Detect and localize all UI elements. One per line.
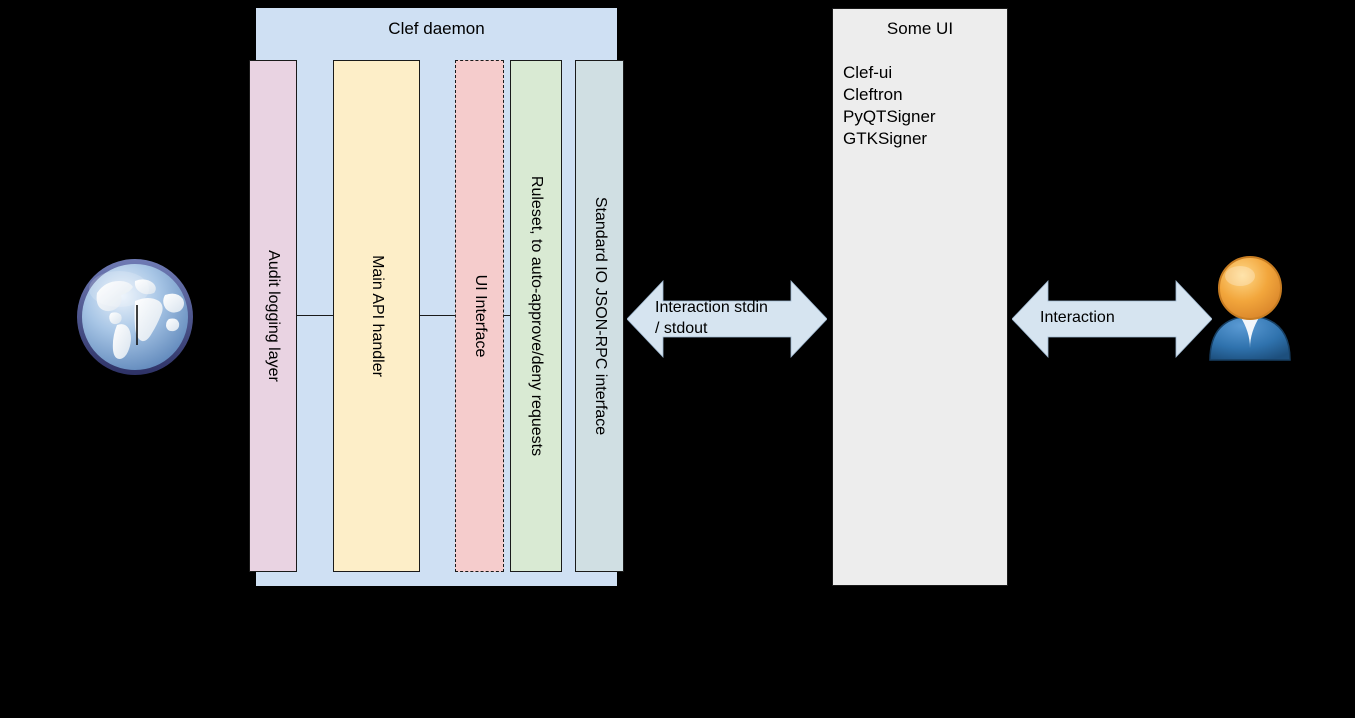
clef-daemon-container (256, 8, 617, 586)
connector-ui-to-ruleset (502, 315, 512, 316)
some-ui-panel (832, 8, 1008, 586)
lane-label-main-api-handler: Main API handler (368, 255, 386, 377)
globe-icon (73, 255, 198, 380)
lane-standard-io-json-rpc[interactable]: Standard IO JSON-RPC interface (575, 60, 624, 572)
lane-label-ruleset: Ruleset, to auto-approve/deny requests (528, 175, 545, 457)
connector-api-to-ui (419, 315, 456, 316)
user-interaction-arrow-label: Interaction (1040, 309, 1115, 326)
lane-label-ui-interface: UI Interface (471, 274, 489, 358)
stdin-stdout-arrow (627, 277, 827, 361)
user-icon (1204, 252, 1296, 362)
some-ui-title: Some UI (886, 19, 954, 38)
lane-ui-interface[interactable]: UI Interface (455, 60, 504, 572)
user-interaction-arrow (1012, 277, 1212, 361)
list-item: Cleftron (843, 85, 903, 104)
stdin-stdout-arrow-label: Interaction stdin / stdout (655, 299, 768, 337)
connector-audit-to-api (296, 315, 334, 316)
lane-ruleset[interactable]: Ruleset, to auto-approve/deny requests (510, 60, 562, 572)
lane-label-standard-io-json-rpc: Standard IO JSON-RPC interface (591, 196, 609, 436)
list-item: Clef-ui (843, 63, 893, 82)
lane-main-api-handler[interactable]: Main API handler (333, 60, 420, 572)
clef-daemon-title: Clef daemon (388, 19, 485, 38)
list-item: PyQTSigner (843, 107, 936, 126)
some-ui-list: Clef-ui Cleftron PyQTSigner GTKSigner (843, 62, 936, 150)
list-item: GTKSigner (843, 129, 928, 148)
lane-audit-logging-layer[interactable]: Audit logging layer (249, 60, 297, 572)
lane-label-audit-logging-layer: Audit logging layer (265, 250, 282, 382)
